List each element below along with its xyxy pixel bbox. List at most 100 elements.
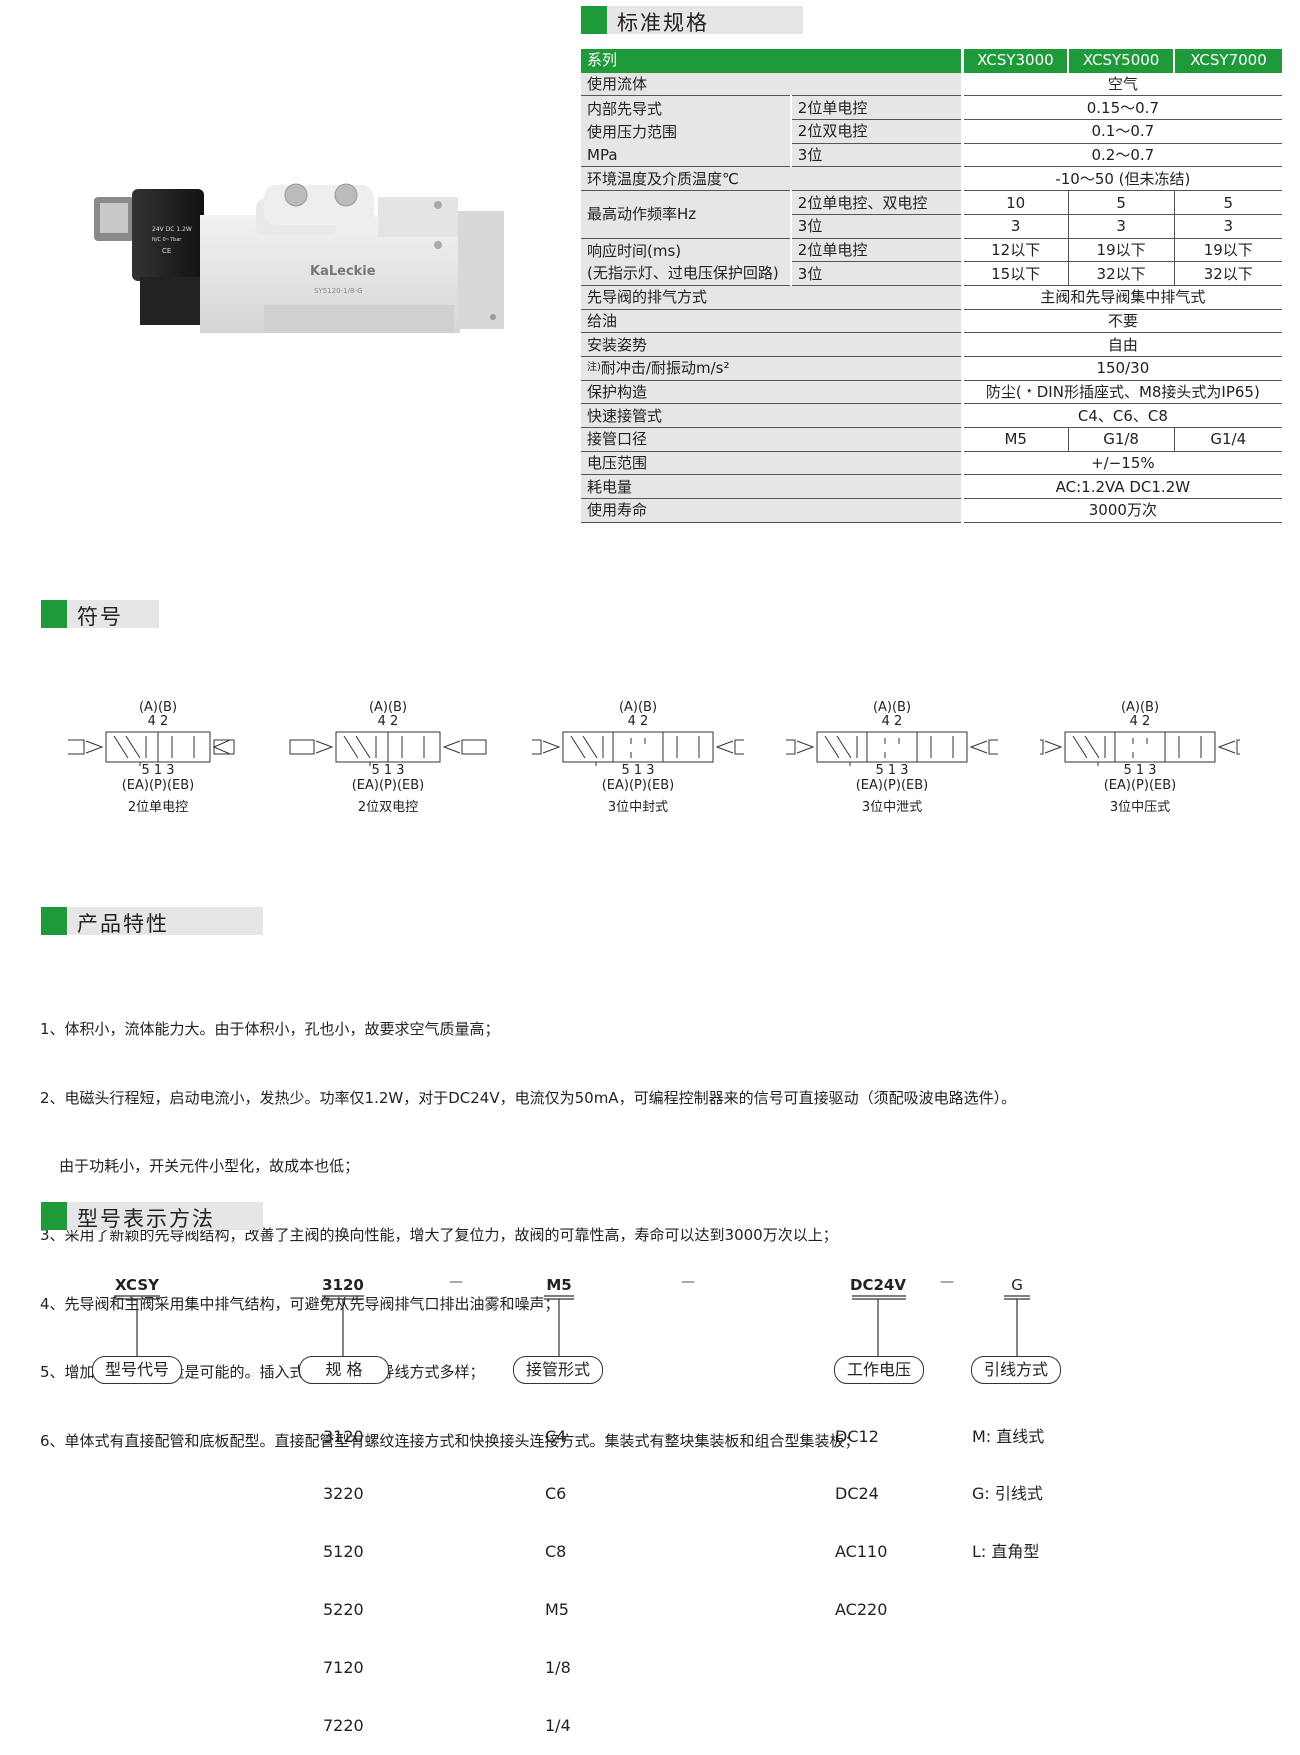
product-photo: 24V DC 1.2W N/C 0~7bar CE KaLeckie SY512… xyxy=(88,175,518,345)
pressure-sub-2: 2位双电控 xyxy=(789,119,963,144)
dash-2: — xyxy=(681,1274,695,1290)
feature-item: 2、电磁头行程短，启动电流小，发热少。功率仅1.2W，对于DC24V，电流仅为5… xyxy=(40,1088,1017,1107)
voltage-option: AC220 xyxy=(835,1600,888,1620)
port-numbers-top: 4 2 xyxy=(147,714,169,729)
size-option: 7220 xyxy=(323,1716,364,1736)
size-option: 5220 xyxy=(323,1600,364,1620)
spec-row-pressure-2: 2位双电控 0.1～0.7 xyxy=(581,119,1282,144)
dash-3: — xyxy=(940,1274,954,1290)
spec-header-row: 系列 XCSY3000 XCSY5000 XCSY7000 xyxy=(581,49,1282,73)
port-label-bottom: (EA)(P)(EB) xyxy=(855,778,929,793)
lead-option: M: 直线式 xyxy=(972,1426,1045,1446)
model-code-port: M5 xyxy=(546,1276,572,1294)
spec-row-protect: 保护构造 防尘(﹡DIN形插座式、M8接头式为IP65) xyxy=(581,380,1282,405)
model-print: SY5120-1/8-G xyxy=(314,287,363,295)
spec-row-power: 耗电量 AC:1.2VA DC1.2W xyxy=(581,474,1282,500)
port-numbers-top: 4 2 xyxy=(377,714,399,729)
symbol-caption: 3位中压式 xyxy=(1109,800,1171,815)
life-value: 3000万次 xyxy=(960,498,1282,523)
response-value-1-c: 19以下 xyxy=(1173,238,1282,263)
spec-row-response-1: 响应时间(ms) (无指示灯、过电压保护回路) 2位单电控 12以下 19以下 … xyxy=(581,238,1282,286)
port-numbers-bottom: 5 1 3 xyxy=(621,763,655,778)
port-option: C6 xyxy=(545,1484,567,1504)
port-numbers-bottom: 5 1 3 xyxy=(371,763,405,778)
power-value: AC:1.2VA DC1.2W xyxy=(960,474,1282,500)
spec-row-freq-2: 3位 3 3 3 xyxy=(581,214,1282,239)
freq-value-2-c: 3 xyxy=(1173,214,1282,239)
dash-1: — xyxy=(449,1274,463,1290)
series-label: 系列 xyxy=(581,49,963,73)
lead-options: M: 直线式 G: 引线式 L: 直角型 xyxy=(972,1388,1044,1581)
valve-symbol-graphic xyxy=(786,731,998,766)
response-value-1-b: 19以下 xyxy=(1067,238,1175,263)
model-code-voltage: DC24V xyxy=(850,1276,906,1294)
voltage-options: DC12 DC24 AC110 AC220 xyxy=(835,1388,887,1639)
port-option: C4 xyxy=(545,1426,567,1446)
valve-symbol-graphic xyxy=(1040,731,1240,766)
port-numbers-top: 4 2 xyxy=(881,714,903,729)
spec-section-header: 标准规格 xyxy=(581,6,803,35)
port-numbers-top: 4 2 xyxy=(627,714,649,729)
model-label-port: 接管形式 xyxy=(513,1356,603,1384)
spec-row-voltage: 电压范围 +/−15% xyxy=(581,451,1282,476)
port-numbers-top: 4 2 xyxy=(1129,714,1151,729)
section-marker xyxy=(41,1202,67,1230)
fluid-label: 使用流体 xyxy=(581,72,963,97)
pressure-label-line-3: MPa xyxy=(587,145,618,164)
spec-row-temp: 环境温度及介质温度℃ -10～50 (但未冻结) xyxy=(581,166,1282,192)
quick-value: C4、C6、C8 xyxy=(960,403,1282,429)
port-option: 1/4 xyxy=(545,1716,571,1736)
voltage-option: AC110 xyxy=(835,1542,888,1562)
port-label-bottom: (EA)(P)(EB) xyxy=(601,778,675,793)
freq-sub-1: 2位单电控、双电控 xyxy=(789,190,963,215)
exhaust-value: 主阀和先导阀集中排气式 xyxy=(960,285,1282,310)
features-section-header: 产品特性 xyxy=(41,907,263,936)
port-value-b: G1/8 xyxy=(1067,427,1175,452)
symbol-section-header: 符号 xyxy=(41,600,159,629)
model-label-series: 型号代号 xyxy=(92,1356,182,1384)
section-marker xyxy=(581,6,607,34)
spec-row-pressure-3: 3位 0.2～0.7 xyxy=(581,143,1282,168)
spec-row-freq-1: 最高动作频率Hz 2位单电控、双电控 10 5 5 xyxy=(581,190,1282,239)
port-options: C4 C6 C8 M5 1/8 1/4 xyxy=(545,1388,571,1755)
model-label-voltage: 工作电压 xyxy=(834,1356,924,1384)
series-5000: XCSY5000 xyxy=(1067,49,1175,73)
feature-item: 由于功耗小，开关元件小型化，故成本也低； xyxy=(40,1157,360,1176)
symbol-caption: 2位单电控 xyxy=(127,800,189,815)
voltage-label: 电压范围 xyxy=(581,451,963,476)
section-marker xyxy=(41,600,67,628)
symbol-caption: 3位中封式 xyxy=(607,800,669,815)
voltage-option: DC24 xyxy=(835,1484,879,1504)
exhaust-label: 先导阀的排气方式 xyxy=(581,285,963,310)
coil-text: 24V DC 1.2W xyxy=(152,226,192,233)
voltage-option: DC12 xyxy=(835,1426,879,1446)
port-option: M5 xyxy=(545,1600,569,1620)
lube-label: 给油 xyxy=(581,309,963,334)
voltage-value: +/−15% xyxy=(960,451,1282,476)
freq-label: 最高动作频率Hz xyxy=(581,190,791,239)
protect-value: 防尘(﹡DIN形插座式、M8接头式为IP65) xyxy=(960,380,1282,405)
life-label: 使用寿命 xyxy=(581,498,963,523)
pressure-label-line-2: 使用压力范围 xyxy=(587,123,678,142)
lube-value: 不要 xyxy=(960,309,1282,334)
spec-row-mount: 安装姿势 自由 xyxy=(581,332,1282,357)
mount-label: 安装姿势 xyxy=(581,332,963,357)
spec-section-title: 标准规格 xyxy=(617,11,709,35)
quick-label: 快速接管式 xyxy=(581,403,963,429)
response-value-2-b: 32以下 xyxy=(1067,261,1175,286)
size-option: 5120 xyxy=(323,1542,364,1562)
port-label-top: (A)(B) xyxy=(138,700,178,715)
valve-symbol-graphic xyxy=(532,731,744,766)
model-connector-lines xyxy=(114,1295,1030,1356)
coil-text-2: N/C 0~7bar xyxy=(152,237,182,243)
feature-item: 6、单体式有直接配管和底板配型。直接配管型有螺纹连接方式和快换接头连接方式。集装… xyxy=(40,1432,860,1451)
pressure-value-2: 0.1～0.7 xyxy=(960,119,1282,144)
pressure-value-3: 0.2～0.7 xyxy=(960,143,1282,168)
response-sub-2: 3位 xyxy=(789,261,963,286)
symbol-section-title: 符号 xyxy=(77,605,123,629)
freq-value-1-b: 5 xyxy=(1067,190,1175,215)
pressure-value-1: 0.15～0.7 xyxy=(960,95,1282,121)
brand-text: KaLeckie xyxy=(310,264,376,279)
